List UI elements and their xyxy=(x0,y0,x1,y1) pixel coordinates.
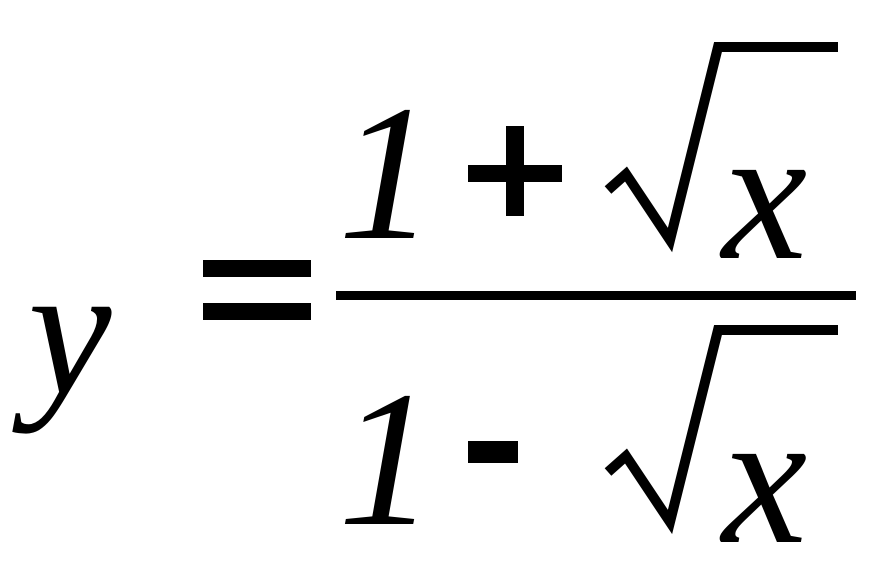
plus-vertical xyxy=(506,126,524,216)
numerator-radicand-x: x xyxy=(722,87,808,300)
numerator-constant: 1 xyxy=(338,65,435,280)
sqrt-sign-top-icon xyxy=(604,42,838,253)
minus-sign xyxy=(468,441,518,463)
lhs-variable-y: y xyxy=(28,225,112,434)
equals-top-bar xyxy=(203,260,311,277)
equals-bottom-bar xyxy=(203,303,311,320)
denominator-radicand-x: x xyxy=(722,371,808,562)
sqrt-sign-bottom-icon xyxy=(604,325,838,535)
denominator-constant: 1 xyxy=(338,351,435,562)
fraction-bar xyxy=(336,291,856,300)
